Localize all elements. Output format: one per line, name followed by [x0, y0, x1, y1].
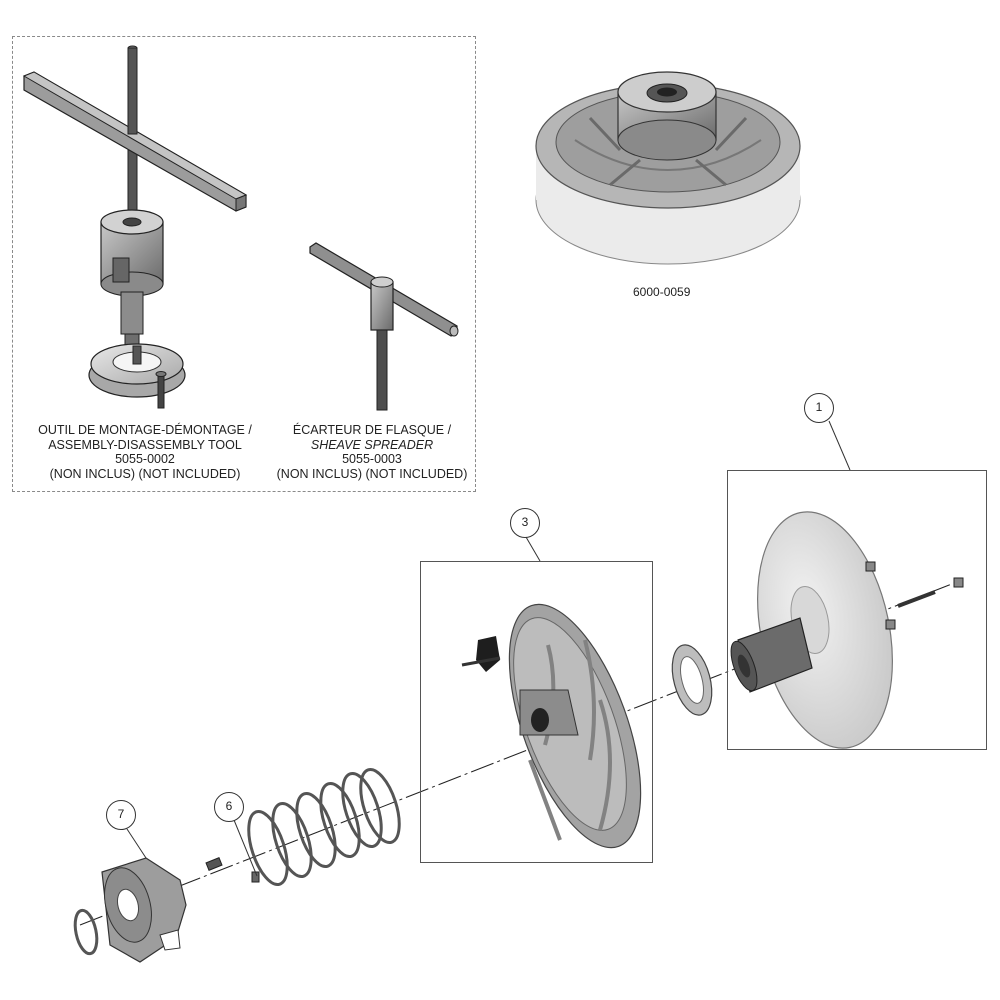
- part-1-fixed-sheave: [730, 511, 964, 749]
- leader-line-3: [525, 536, 541, 562]
- sheave-spreader-tool: [309, 242, 459, 411]
- leader-line-1: [828, 420, 851, 471]
- drive-spring: [247, 768, 401, 886]
- sheave-spreader-name-fr: ÉCARTEUR DE FLASQUE /: [292, 423, 452, 437]
- leader-line-6: [233, 819, 258, 877]
- sheave-spreader-part-number: 5055-0003: [342, 452, 402, 466]
- callout-1: 1: [804, 393, 834, 423]
- assembly-part-number: 6000-0059: [633, 285, 691, 299]
- assembly-tool-note: (NON INCLUS) (NOT INCLUDED): [49, 466, 241, 481]
- driven-pulley-assembly: [535, 71, 801, 265]
- callout-3: 3: [510, 508, 540, 538]
- part-3-movable-sheave: [461, 603, 642, 849]
- leader-line-7: [126, 828, 147, 859]
- part-7-cam: [101, 857, 187, 963]
- callout-7: 7: [106, 800, 136, 830]
- assembly-tool-part-number: 5055-0002: [115, 452, 175, 466]
- snap-ring: [73, 908, 99, 956]
- sheave-spreader-name-en: SHEAVE SPREADER: [310, 437, 434, 452]
- part-3-frame: [420, 561, 653, 863]
- part-1-frame: [727, 470, 987, 750]
- assembly-tool-name-fr: OUTIL DE MONTAGE-DÉMONTAGE /: [38, 423, 252, 437]
- thrust-washer: [671, 644, 713, 716]
- sheave-spreader-note: (NON INCLUS) (NOT INCLUDED): [276, 466, 468, 481]
- callout-6: 6: [214, 792, 244, 822]
- assembly-disassembly-tool: [22, 45, 248, 409]
- assembly-tool-caption: OUTIL DE MONTAGE-DÉMONTAGE / ASSEMBLY-DI…: [20, 423, 270, 481]
- sheave-spreader-caption: ÉCARTEUR DE FLASQUE / SHEAVE SPREADER 50…: [262, 423, 482, 481]
- assembly-tool-name-en: ASSEMBLY-DISASSEMBLY TOOL: [48, 437, 242, 452]
- tools-box: [12, 36, 476, 492]
